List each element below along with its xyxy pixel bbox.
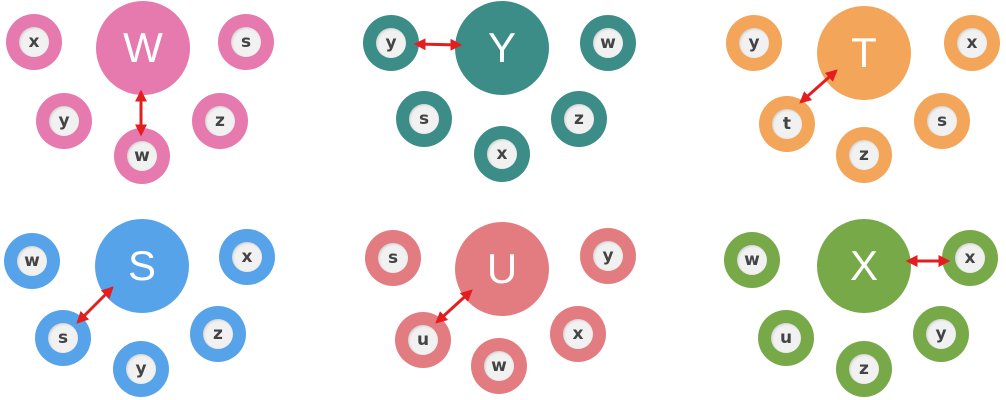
arrow-y	[413, 38, 463, 51]
arrow-t	[799, 69, 838, 104]
arrow-s	[76, 286, 114, 324]
arrow-u	[435, 289, 473, 324]
